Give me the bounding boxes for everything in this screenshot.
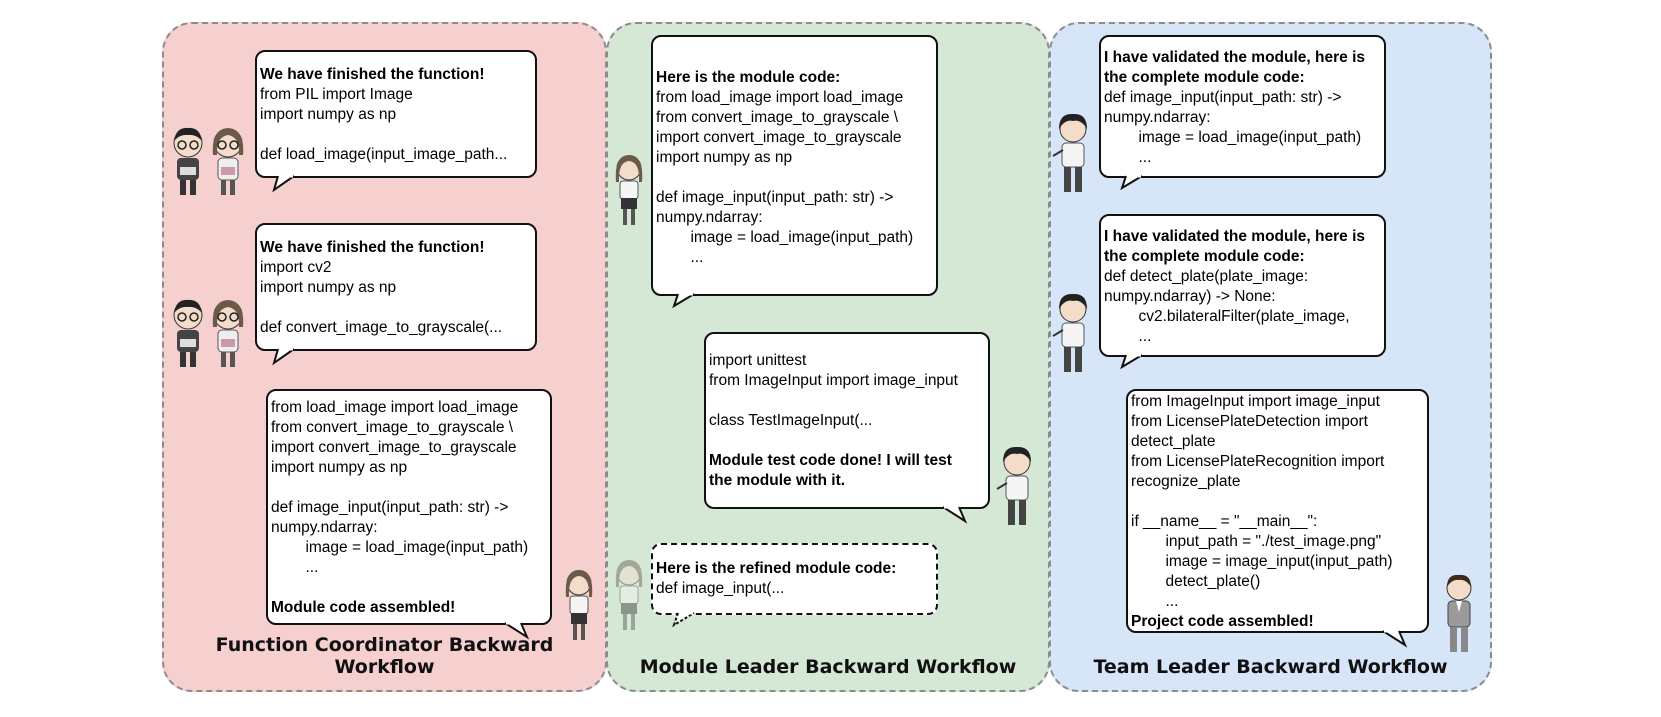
bubble-text-line: from ImageInput import image_input [709,372,958,389]
team-leader-icon [1052,293,1087,372]
bubble-text-line: import unittest [709,352,807,369]
bubble-text-line: def image_input(input_path: str) -> [656,189,894,206]
panel-title: Function Coordinator Backward Workflow [215,634,554,678]
speech-bubble: I have validated the module, here is the … [1099,214,1386,357]
bubble-tail [1382,629,1408,648]
bubble-text-line: numpy.ndarray: [656,209,763,226]
panel-title: Module Leader Backward Workflow [639,656,1017,678]
bubble-text-line: from load_image import load_image [656,89,904,106]
bubble-text-line: from convert_image_to_grayscale \ [656,109,899,126]
team-leader-icon [1052,113,1087,192]
module-leader-icon [615,155,643,225]
bubble-tail [1120,174,1143,191]
bubble-tail [672,611,695,628]
bubble-tail [672,292,695,309]
bubble-text-line: from ImageInput import image_input [1131,393,1380,410]
speech-bubble: import unittest from ImageInput import im… [704,332,990,509]
bubble-text-line [260,298,535,318]
bubble-text-line: cv2.bilateralFilter(plate_image, [1104,308,1350,325]
developer-boy-icon [173,299,203,367]
bubble-text-line: numpy.ndarray: [271,519,378,536]
bubble-text-line: if __name__ = "__main__": [1131,513,1318,530]
bubble-text-line: the module with it. [709,472,846,489]
bubble-text-line: detect_plate() [1131,573,1261,590]
bubble-text-line: def convert_image_to_grayscale(... [260,319,503,336]
bubble-text-line: def load_image(input_image_path... [260,146,508,163]
bubble-text-line: detect_plate [1131,433,1216,450]
bubble-text-line: I have validated the module, here is [1104,228,1366,245]
bubble-text-line: Here is the refined module code: [656,560,897,577]
bubble-text-line: recognize_plate [1131,473,1241,490]
bubble-tail [272,347,295,366]
bubble-text-line: import numpy as np [656,149,793,166]
speech-bubble: Here is the module code: from load_image … [651,35,938,296]
speech-bubble: We have finished the function! from PIL i… [255,50,537,178]
bubble-text-line [709,391,988,411]
bubble-text-line: ... [1104,149,1152,166]
bubble-text-line: ... [1131,593,1179,610]
bubble-tail [504,621,530,640]
developer-girl-icon [212,300,244,367]
bubble-text-line: from LicensePlateRecognition import [1131,453,1385,470]
bubble-text-line: import convert_image_to_grayscale [271,439,517,456]
bubble-tail [1120,353,1143,370]
developer-boy-icon [173,127,203,195]
bubble-text-line: Module code assembled! [271,599,456,616]
bubble-text-line: image = load_image(input_path) [271,539,529,556]
bubble-text-line: numpy.ndarray: [1104,109,1211,126]
bubble-tail [272,174,295,193]
bubble-text-line: class TestImageInput(... [709,412,873,429]
module-leader-faded-icon [615,560,643,630]
bubble-text-line: import numpy as np [260,106,397,123]
bubble-text-line: the complete module code: [1104,248,1305,265]
bubble-text-line: Module test code done! I will test [709,452,952,469]
bubble-text-line: numpy.ndarray) -> None: [1104,288,1276,305]
bubble-text-line: from load_image import load_image [271,399,519,416]
bubble-text-line [271,478,550,498]
bubble-text-line: We have finished the function! [260,239,485,256]
bubble-text-line: image = load_image(input_path) [1104,129,1362,146]
bubble-text-line: def image_input(... [656,580,785,597]
bubble-text-line: We have finished the function! [260,66,485,83]
bubble-text-line: the complete module code: [1104,69,1305,86]
bubble-tail [942,505,968,524]
bubble-text-line: import cv2 [260,259,332,276]
bubble-text-line: Project code assembled! [1131,613,1314,630]
bubble-text-line: def image_input(input_path: str) -> [1104,89,1342,106]
bubble-text-line: image = image_input(input_path) [1131,553,1393,570]
bubble-text-line: Here is the module code: [656,69,841,86]
bubble-text-line: import numpy as np [271,459,408,476]
bubble-text-line [709,431,988,451]
bubble-text-line: from LicensePlateDetection import [1131,413,1368,430]
bubble-text-line [656,168,936,188]
bubble-text-line: from PIL import Image [260,86,413,103]
panel-title: Team Leader Backward Workflow [1093,656,1448,678]
bubble-text-line: ... [1104,328,1152,345]
developer-girl-icon [212,128,244,195]
bubble-text-line: def detect_plate(plate_image: [1104,268,1309,285]
bubble-text-line: image = load_image(input_path) [656,229,914,246]
bubble-text-line: import convert_image_to_grayscale [656,129,902,146]
speech-bubble: I have validated the module, here is the … [1099,35,1386,178]
speech-bubble: We have finished the function! import cv2… [255,223,537,351]
bubble-text-line [271,578,550,598]
bubble-text-line [1131,492,1427,512]
bubble-text-line: ... [271,559,319,576]
bubble-text-line: from convert_image_to_grayscale \ [271,419,514,436]
bubble-text-line: def image_input(input_path: str) -> [271,499,509,516]
bubble-text-line: I have validated the module, here is [1104,49,1366,66]
speech-bubble: Here is the refined module code: def imag… [651,543,938,615]
bubble-text-line: ... [656,249,704,266]
team-leader-icon [996,446,1031,525]
project-manager-icon [1446,574,1472,652]
bubble-text-line: input_path = "./test_image.png" [1131,533,1382,550]
bubble-text-line [260,125,535,145]
bubble-text-line: import numpy as np [260,279,397,296]
module-leader-icon [565,570,593,640]
